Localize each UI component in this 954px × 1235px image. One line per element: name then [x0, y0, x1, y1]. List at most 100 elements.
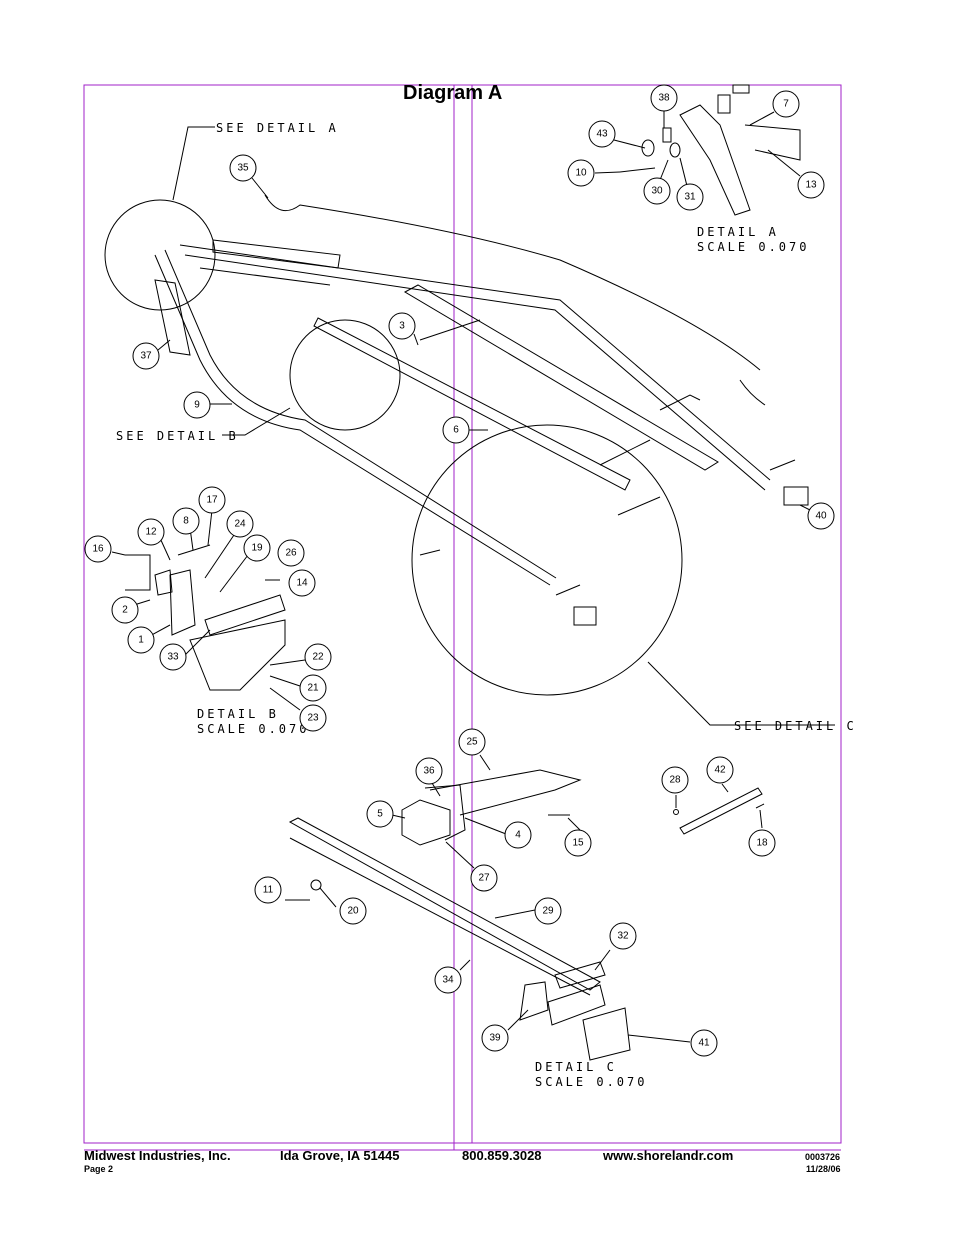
callout-13: 13 — [797, 171, 825, 199]
see-detail-c-label: SEE DETAIL C — [734, 719, 857, 733]
callout-12: 12 — [137, 518, 165, 546]
detail-b-scale: SCALE 0.070 — [197, 722, 309, 736]
svg-text:18: 18 — [756, 838, 768, 849]
svg-text:20: 20 — [347, 906, 359, 917]
svg-text:3: 3 — [399, 321, 405, 332]
callout-7: 7 — [772, 90, 800, 118]
callout-24: 24 — [226, 510, 254, 538]
callout-27: 27 — [470, 864, 498, 892]
svg-text:10: 10 — [575, 168, 587, 179]
detail-c-title: DETAIL C — [535, 1060, 617, 1074]
callout-19: 19 — [243, 534, 271, 562]
svg-text:32: 32 — [617, 931, 629, 942]
callout-30: 30 — [643, 177, 671, 205]
callout-22: 22 — [304, 643, 332, 671]
svg-text:39: 39 — [489, 1033, 501, 1044]
callout-11: 11 — [254, 876, 282, 904]
svg-text:12: 12 — [145, 527, 157, 538]
callout-26: 26 — [277, 539, 305, 567]
svg-text:2: 2 — [122, 605, 128, 616]
trailer-frame-drawing — [104, 126, 835, 726]
svg-text:43: 43 — [596, 129, 608, 140]
callout-37: 37 — [132, 342, 160, 370]
footer-date: 11/28/06 — [806, 1164, 841, 1174]
callout-38: 38 — [650, 84, 678, 112]
footer-doc-number: 0003726 — [805, 1152, 841, 1162]
see-detail-a-label: SEE DETAIL A — [216, 121, 339, 135]
svg-text:11: 11 — [263, 885, 274, 896]
callout-41: 41 — [690, 1029, 718, 1057]
footer-city: Ida Grove, IA 51445 — [280, 1148, 400, 1163]
detail-b-drawing — [125, 544, 286, 691]
svg-text:21: 21 — [307, 683, 319, 694]
callout-21: 21 — [299, 674, 327, 702]
callout-28: 28 — [661, 766, 689, 794]
svg-text:14: 14 — [296, 578, 308, 589]
footer-phone: 800.859.3028 — [462, 1148, 542, 1163]
callout-5: 5 — [366, 800, 394, 828]
svg-text:17: 17 — [206, 495, 218, 506]
svg-text:6: 6 — [453, 425, 459, 436]
detail-c-scale: SCALE 0.070 — [535, 1075, 647, 1089]
detail-a-title: DETAIL A — [697, 225, 779, 239]
svg-text:36: 36 — [423, 766, 435, 777]
detail-a-scale: SCALE 0.070 — [697, 240, 809, 254]
svg-text:34: 34 — [442, 975, 454, 986]
callout-10: 10 — [567, 159, 595, 187]
svg-text:38: 38 — [658, 93, 670, 104]
callout-1: 1 — [127, 626, 155, 654]
callout-6: 6 — [442, 416, 470, 444]
callout-39: 39 — [481, 1024, 509, 1052]
callout-9: 9 — [183, 391, 211, 419]
svg-text:1: 1 — [138, 635, 144, 646]
svg-text:19: 19 — [251, 543, 263, 554]
callout-18: 18 — [748, 829, 776, 857]
callout-3: 3 — [388, 312, 416, 340]
callout-29: 29 — [534, 897, 562, 925]
detail-a-drawing — [619, 84, 801, 216]
svg-text:23: 23 — [307, 713, 319, 724]
diagram-title: Diagram A — [403, 82, 503, 104]
svg-text:7: 7 — [783, 99, 789, 110]
callout-25: 25 — [458, 728, 486, 756]
callout-20: 20 — [339, 897, 367, 925]
callout-14: 14 — [288, 569, 316, 597]
callout-17: 17 — [198, 486, 226, 514]
svg-text:28: 28 — [669, 775, 681, 786]
callout-40: 40 — [807, 502, 835, 530]
svg-text:22: 22 — [312, 652, 324, 663]
footer-company: Midwest Industries, Inc. — [84, 1148, 231, 1163]
svg-text:24: 24 — [234, 519, 246, 530]
svg-text:37: 37 — [140, 351, 152, 362]
see-detail-b-label: SEE DETAIL B — [116, 429, 239, 443]
svg-text:13: 13 — [805, 180, 817, 191]
footer-page-number: Page 2 — [84, 1164, 114, 1174]
svg-text:27: 27 — [478, 873, 490, 884]
callout-2: 2 — [111, 596, 139, 624]
svg-text:25: 25 — [466, 737, 478, 748]
footer-website: www.shorelandr.com — [603, 1148, 734, 1163]
svg-text:30: 30 — [651, 186, 663, 197]
svg-text:15: 15 — [572, 838, 584, 849]
callout-4: 4 — [504, 821, 532, 849]
svg-text:5: 5 — [377, 809, 383, 820]
svg-text:16: 16 — [92, 544, 104, 555]
svg-text:9: 9 — [194, 400, 200, 411]
callout-23: 23 — [299, 704, 327, 732]
callout-42: 42 — [706, 756, 734, 784]
callout-16: 16 — [84, 535, 112, 563]
callout-33: 33 — [159, 643, 187, 671]
detail-b-title: DETAIL B — [197, 707, 279, 721]
callout-43: 43 — [588, 120, 616, 148]
svg-text:31: 31 — [684, 192, 696, 203]
callout-35: 35 — [229, 154, 257, 182]
svg-text:26: 26 — [285, 548, 297, 559]
svg-text:40: 40 — [815, 511, 827, 522]
callout-36: 36 — [415, 757, 443, 785]
callout-8: 8 — [172, 507, 200, 535]
callouts: 38 7 43 10 30 31 13 35 37 9 3 6 40 17 8 … — [84, 84, 835, 1057]
callout-31: 31 — [676, 183, 704, 211]
callout-15: 15 — [564, 829, 592, 857]
svg-text:33: 33 — [167, 652, 179, 663]
